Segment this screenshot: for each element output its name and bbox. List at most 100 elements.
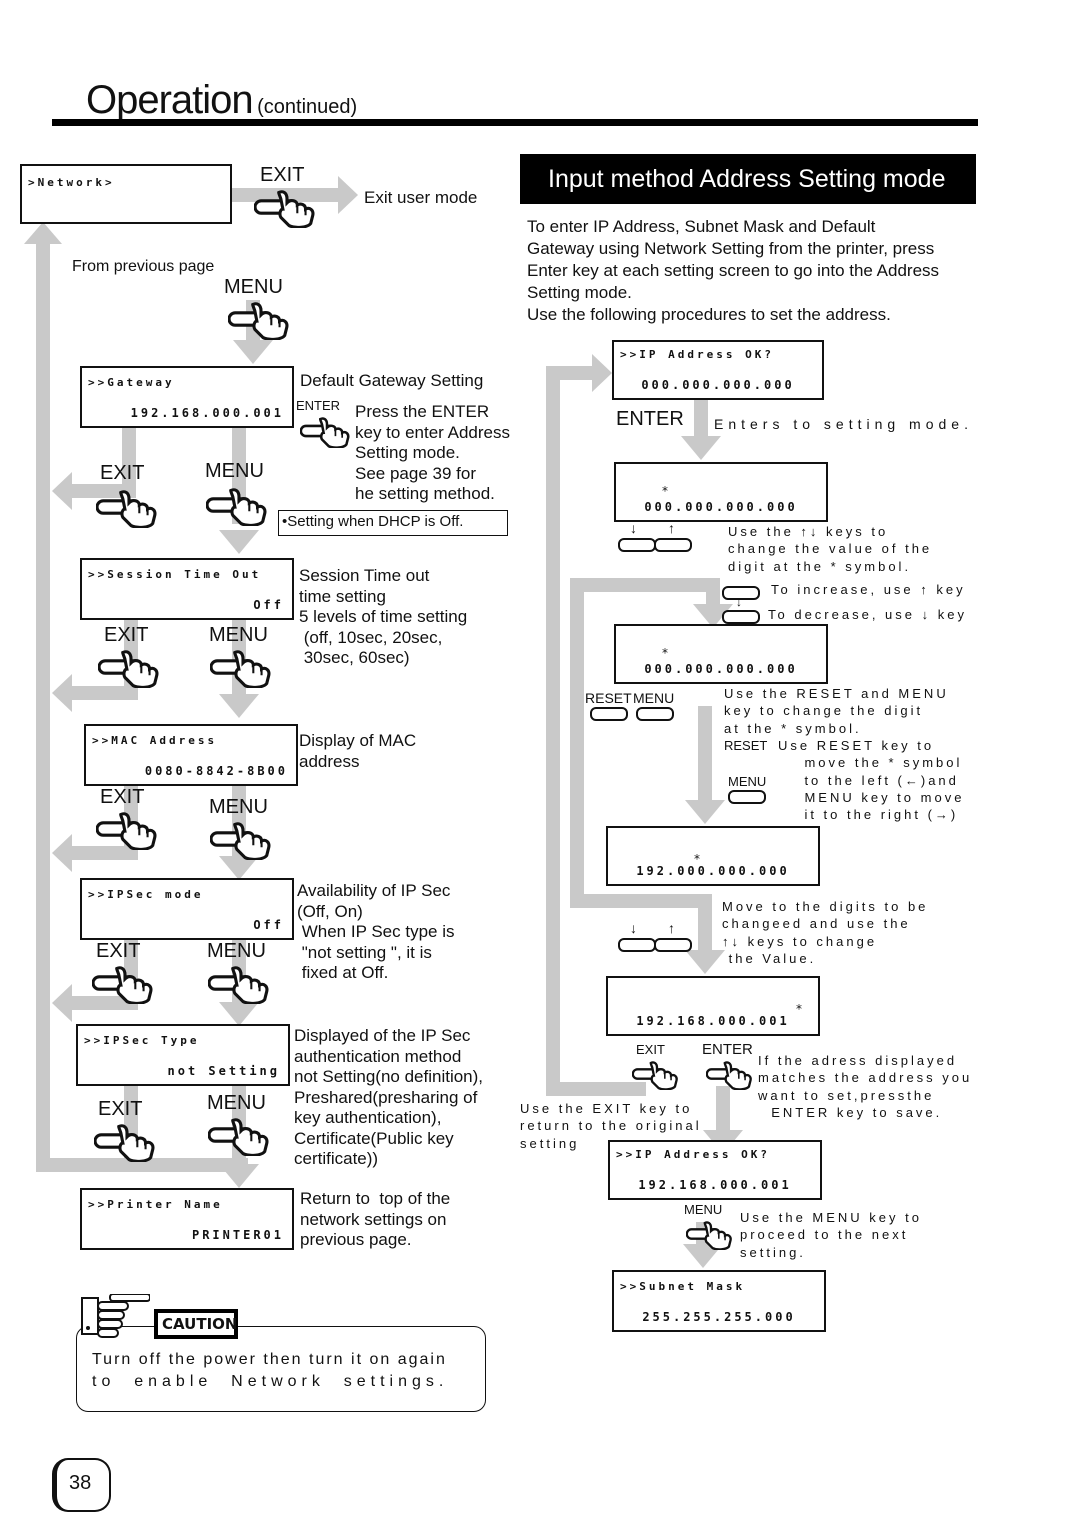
lcd-edit-d: * 192.168.000.001 xyxy=(606,976,820,1036)
up-arrow-icon: ↑ xyxy=(668,920,675,936)
lcd-line2: 0080-8842-8B00 xyxy=(144,764,288,778)
cursor-star: * xyxy=(694,852,700,866)
caution-badge: CAUTION xyxy=(154,1309,238,1339)
lcd-line2: 000.000.000.000 xyxy=(644,500,798,514)
hand-menu-icon[interactable] xyxy=(210,646,276,688)
hand-menu-icon[interactable] xyxy=(210,818,276,860)
exit-return-desc: Use the EXIT key to return to the origin… xyxy=(520,1101,702,1151)
lcd-printer-name: >>Printer Name PRINTER01 xyxy=(80,1188,294,1250)
reset-key-label: RESET xyxy=(585,690,632,706)
title-main: Operation xyxy=(86,78,254,122)
decrease-desc: To decrease, use ↓ key xyxy=(768,607,967,622)
enter-key-label: ENTER xyxy=(296,398,341,413)
hand-enter-icon[interactable] xyxy=(300,414,354,448)
up-key-button[interactable] xyxy=(722,586,760,600)
menu-key-button[interactable] xyxy=(728,790,766,804)
printer-desc: Return to top of the network settings on… xyxy=(300,1189,451,1249)
lcd-line1: >>IP Address OK? xyxy=(620,348,774,361)
menu-key-label: MENU xyxy=(205,460,264,482)
hand-exit-icon[interactable] xyxy=(96,808,162,850)
reset-key-button[interactable] xyxy=(590,707,628,721)
enters-desc: Enters to setting mode. xyxy=(714,416,973,432)
lcd-line2: 000.000.000.000 xyxy=(644,662,798,676)
lcd-line1: >>IPSec Type xyxy=(84,1034,200,1047)
hand-exit-icon[interactable] xyxy=(92,962,158,1004)
lcd-line2: not Setting xyxy=(167,1064,280,1078)
section-heading-text: Input method Address Setting mode xyxy=(548,165,946,193)
menu-key-label: MENU xyxy=(728,774,767,789)
ipsec-mode-desc: Availability of IP Sec (Off, On) When IP… xyxy=(297,881,455,982)
lcd-line1: >>Session Time Out xyxy=(88,568,262,581)
exit-user-mode-text: Exit user mode xyxy=(364,188,478,207)
lcd-network: >Network> xyxy=(20,164,232,224)
page-number-box: 38 xyxy=(52,1458,111,1512)
hand-menu-icon[interactable] xyxy=(208,962,274,1004)
header-rule xyxy=(52,119,978,126)
caution-text-1: Turn off the power then turn it on again xyxy=(92,1351,447,1368)
intro-text: To enter IP Address, Subnet Mask and Def… xyxy=(527,217,940,324)
enter-key-label: ENTER xyxy=(702,1041,753,1058)
up-key-button[interactable] xyxy=(654,938,692,952)
dhcp-note: •Setting when DHCP is Off. xyxy=(282,513,464,530)
down-key-button[interactable] xyxy=(618,538,656,552)
hand-menu-icon[interactable] xyxy=(686,1218,736,1250)
menu-key-label: MENU xyxy=(207,940,266,962)
page-number: 38 xyxy=(69,1472,92,1494)
lcd-line2: 192.168.000.001 xyxy=(636,1014,790,1028)
reset-key-label: RESET xyxy=(724,738,768,753)
menu-next-desc: Use the MENU key to proceed to the next … xyxy=(740,1210,922,1260)
reset-desc: Use RESET key to move the * symbol to th… xyxy=(778,738,965,823)
lcd-line2: Off xyxy=(253,918,284,932)
lcd-line2: 192.168.000.001 xyxy=(638,1178,792,1192)
menu-key-label: MENU xyxy=(209,624,268,646)
menu-key-label: MENU xyxy=(633,690,675,706)
cursor-star: * xyxy=(662,646,668,660)
lcd-line2: 000.000.000.000 xyxy=(641,378,795,392)
down-key-button[interactable] xyxy=(618,938,656,952)
gateway-title: Default Gateway Setting xyxy=(300,371,484,390)
exit-key-label: EXIT xyxy=(636,1042,665,1057)
exit-key-label: EXIT xyxy=(98,1098,143,1120)
menu-key-button[interactable] xyxy=(636,707,674,721)
lcd-line1: >Network> xyxy=(28,176,115,189)
hand-exit-icon[interactable] xyxy=(98,646,164,688)
lcd-line2: 192.168.000.001 xyxy=(130,406,284,420)
hand-menu-icon[interactable] xyxy=(206,484,272,526)
lcd-gateway: >>Gateway 192.168.000.001 xyxy=(80,366,294,428)
hand-exit-icon[interactable] xyxy=(94,1120,160,1162)
hand-exit-icon[interactable] xyxy=(632,1058,682,1090)
hand-exit-icon[interactable] xyxy=(96,486,162,528)
hand-menu-icon[interactable] xyxy=(228,298,294,340)
cursor-star: * xyxy=(662,484,668,498)
up-key-button[interactable] xyxy=(654,538,692,552)
lcd-edit-b: * 000.000.000.000 xyxy=(614,624,828,684)
cursor-star: * xyxy=(796,1002,802,1016)
gateway-desc: Press the ENTER key to enter Address Set… xyxy=(355,402,510,503)
hand-exit-icon[interactable] xyxy=(254,186,320,228)
lcd-edit-c: * 192.000.000.000 xyxy=(606,826,820,886)
hand-enter-icon[interactable] xyxy=(706,1058,756,1090)
hand-menu-icon[interactable] xyxy=(208,1114,274,1156)
down-arrow-icon: ↓ xyxy=(736,595,742,609)
move-desc: Move to the digits to be changeed and us… xyxy=(722,899,929,966)
lcd-line2: Off xyxy=(253,598,284,612)
lcd-line1: >>IPSec mode xyxy=(88,888,204,901)
enter-key-label: ENTER xyxy=(616,408,684,430)
caution-label: CAUTION xyxy=(162,1315,238,1333)
menu-key-label: MENU xyxy=(684,1202,723,1217)
updown-desc: Use the ↑↓ keys to change the value of t… xyxy=(728,524,933,574)
page-title: Operation (continued) xyxy=(86,78,357,123)
lcd-mac: >>MAC Address 0080-8842-8B00 xyxy=(84,724,298,786)
lcd-line1: >>IP Address OK? xyxy=(616,1148,770,1161)
down-arrow-icon: ↓ xyxy=(630,520,637,536)
lcd-line1: >>Gateway xyxy=(88,376,175,389)
down-key-button[interactable] xyxy=(722,610,760,624)
lcd-line1: >>Printer Name xyxy=(88,1198,223,1211)
ipsec-type-desc: Displayed of the IP Sec authentication m… xyxy=(294,1026,484,1168)
lcd-ip-ok-1: >>IP Address OK? 000.000.000.000 xyxy=(612,340,824,400)
lcd-line1: >>MAC Address xyxy=(92,734,218,747)
menu-key-label: MENU xyxy=(209,796,268,818)
menu-key-label: MENU xyxy=(224,276,283,298)
reset-menu-desc: Use the RESET and MENU key to change the… xyxy=(724,686,949,736)
session-desc: Session Time out time setting 5 levels o… xyxy=(299,566,468,667)
